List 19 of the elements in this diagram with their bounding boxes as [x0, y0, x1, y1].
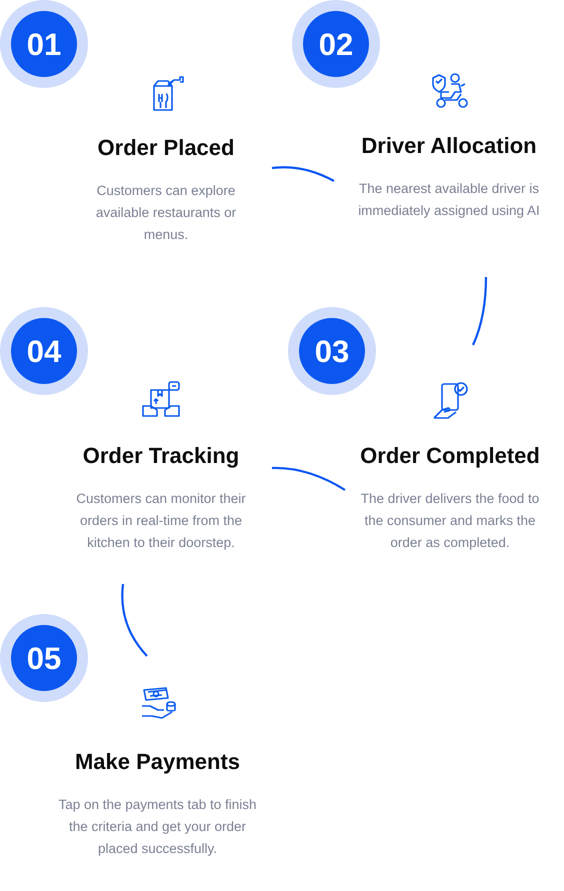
step-description: The nearest available driver is immediately assigned using AI [357, 180, 541, 220]
connector-arc [272, 166, 334, 182]
step-number: 01 [26, 28, 62, 60]
step-title: Order Completed [360, 442, 540, 470]
step-title: Order Tracking [82, 442, 240, 470]
step-number: 05 [26, 642, 62, 674]
step-description: Tap on the payments tab to finish the criteria and get your order placed successfully. [58, 796, 258, 858]
step-title: Driver Allocation [361, 132, 537, 160]
step-title: Make Payments [74, 748, 240, 776]
step-title: Order Placed [98, 134, 234, 162]
step-number: 02 [318, 28, 354, 60]
step-description: Customers can monitor their orders in real-time from the kitchen to their doorstep. [75, 490, 247, 552]
step-description: The driver delivers the food to the consumer and marks the order as completed. [360, 490, 540, 552]
connector-arc [472, 276, 488, 346]
step-number: 04 [26, 336, 62, 366]
step-number: 03 [314, 336, 350, 366]
step-description: Customers can explore available restaurants or menus. [94, 182, 238, 244]
connector-arc [272, 466, 346, 491]
connector-arc [121, 584, 148, 657]
